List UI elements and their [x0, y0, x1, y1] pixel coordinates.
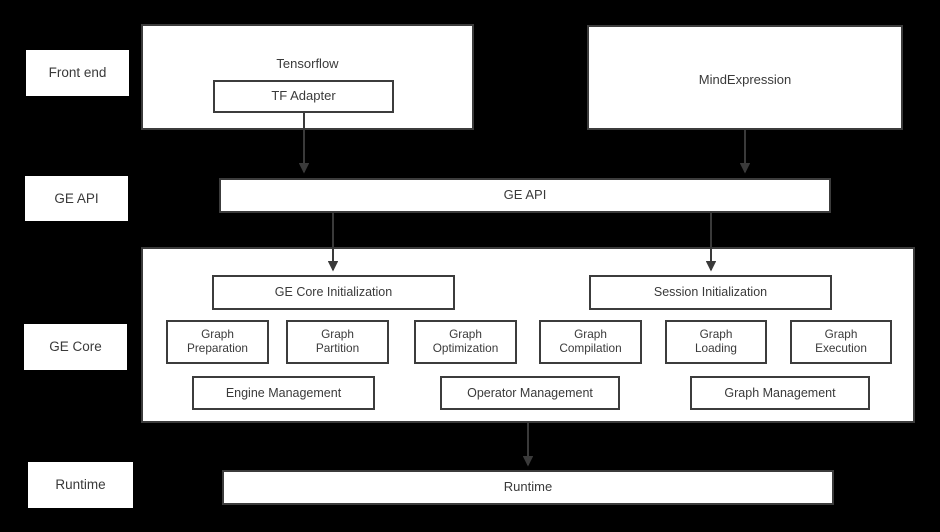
runtime-bar-label: Runtime [503, 479, 553, 495]
module-graph-compilation[interactable]: Graph Compilation [539, 320, 642, 364]
module-graph-loading-label: Graph Loading [695, 327, 737, 355]
layer-label-front-end: Front end [26, 50, 129, 96]
layer-label-front-end-text: Front end [48, 65, 107, 81]
layer-label-ge-api-text: GE API [54, 190, 99, 206]
layer-label-ge-api: GE API [25, 176, 128, 221]
module-graph-partition-label: Graph Partition [315, 327, 360, 355]
session-initialization-box[interactable]: Session Initialization [589, 275, 832, 310]
runtime-bar[interactable]: Runtime [222, 470, 834, 505]
manager-graph-management-label: Graph Management [724, 385, 836, 400]
module-graph-optimization[interactable]: Graph Optimization [414, 320, 517, 364]
manager-engine-management[interactable]: Engine Management [192, 376, 375, 410]
manager-operator-management-label: Operator Management [467, 385, 593, 400]
module-graph-partition[interactable]: Graph Partition [286, 320, 389, 364]
module-graph-loading[interactable]: Graph Loading [665, 320, 767, 364]
mindexpression-container: MindExpression [587, 25, 903, 130]
module-graph-preparation[interactable]: Graph Preparation [166, 320, 269, 364]
tensorflow-label: Tensorflow [276, 56, 339, 71]
tensorflow-container: Tensorflow [141, 24, 474, 130]
ge-core-initialization-label: GE Core Initialization [274, 285, 393, 300]
layer-label-runtime-text: Runtime [55, 477, 106, 493]
manager-engine-management-label: Engine Management [225, 385, 342, 400]
session-initialization-label: Session Initialization [653, 285, 768, 300]
tf-adapter-label: TF Adapter [271, 88, 336, 104]
layer-label-ge-core-text: GE Core [49, 339, 102, 355]
ge-api-bar[interactable]: GE API [219, 178, 831, 213]
module-graph-execution-label: Graph Execution [815, 327, 867, 355]
layer-label-runtime: Runtime [28, 462, 133, 508]
layer-label-ge-core: GE Core [24, 324, 127, 370]
module-graph-preparation-label: Graph Preparation [187, 327, 248, 355]
module-graph-compilation-label: Graph Compilation [559, 327, 622, 355]
module-graph-execution[interactable]: Graph Execution [790, 320, 892, 364]
ge-core-initialization-box[interactable]: GE Core Initialization [212, 275, 455, 310]
mindexpression-label: MindExpression [698, 72, 792, 87]
manager-operator-management[interactable]: Operator Management [440, 376, 620, 410]
tf-adapter-box[interactable]: TF Adapter [213, 80, 394, 113]
manager-graph-management[interactable]: Graph Management [690, 376, 870, 410]
ge-api-bar-label: GE API [503, 187, 547, 203]
module-graph-optimization-label: Graph Optimization [432, 327, 499, 355]
